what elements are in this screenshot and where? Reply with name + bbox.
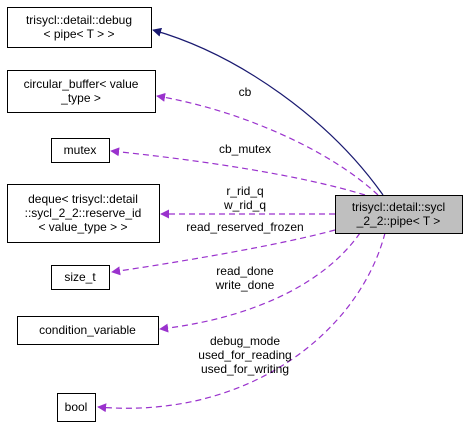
node-label-line: ::sycl_2_2::reserve_id (25, 206, 142, 220)
usage-edge-cb-mutex (110, 147, 366, 196)
node-label-line: trisycl::detail::sycl (352, 200, 445, 214)
node-deque[interactable]: deque< trisycl::detail::sycl_2_2::reserv… (7, 184, 160, 243)
edge-label-reserved: read_reserved_frozen (186, 220, 303, 234)
node-box (7, 70, 156, 113)
node-label-line: deque< trisycl::detail (28, 192, 138, 206)
node-label-line: trisycl::detail::debug (26, 13, 132, 27)
node-box (57, 393, 96, 422)
node-box (51, 138, 110, 163)
edge-label-line: cb (239, 85, 252, 99)
edge-label-line: r_rid_q (226, 184, 263, 198)
node-debug-base[interactable]: trisycl::detail::debug< pipe< T > > (7, 7, 152, 48)
node-circular-buffer[interactable]: circular_buffer< value_type > (7, 70, 156, 113)
node-label-line: _type > (60, 91, 101, 105)
usage-edge-cb (156, 92, 379, 196)
node-label-line: mutex (64, 143, 97, 157)
edge-label-cb: cb (239, 85, 252, 99)
node-box (51, 265, 110, 290)
node-pipe[interactable]: trisycl::detail::sycl_2_2::pipe< T > (335, 195, 463, 234)
edge-label-line: used_for_reading (198, 348, 291, 362)
node-box (17, 316, 159, 345)
edge-label-line: used_for_writing (201, 362, 289, 376)
edge-label-line: cb_mutex (219, 142, 271, 156)
node-box (7, 184, 160, 243)
node-mutex[interactable]: mutex (51, 138, 110, 163)
edge-label-line: write_done (215, 278, 275, 292)
node-label-line: size_t (64, 270, 96, 284)
edge-label-line: w_rid_q (223, 198, 266, 212)
usage-edge-bools (97, 232, 386, 413)
node-box (7, 7, 152, 48)
edge-label-line: read_reserved_frozen (186, 220, 303, 234)
node-box (335, 195, 463, 234)
node-label-line: condition_variable (39, 323, 136, 337)
node-label-line: circular_buffer< value (24, 77, 139, 91)
inheritance-edge-debug (152, 27, 384, 196)
node-label-line: _2_2::pipe< T > (356, 214, 441, 228)
edge-label-cb-mutex: cb_mutex (219, 142, 271, 156)
node-bool[interactable]: bool (57, 393, 96, 422)
usage-edge-reserved (111, 229, 336, 276)
node-label-line: < pipe< T > > (44, 27, 115, 41)
node-size-t[interactable]: size_t (51, 265, 110, 290)
edge-label-line: read_done (216, 264, 274, 278)
node-condition-variable[interactable]: condition_variable (17, 316, 159, 345)
node-label-line: bool (65, 400, 88, 414)
node-label-line: < value_type > > (38, 220, 127, 234)
edge-label-line: debug_mode (210, 334, 280, 348)
